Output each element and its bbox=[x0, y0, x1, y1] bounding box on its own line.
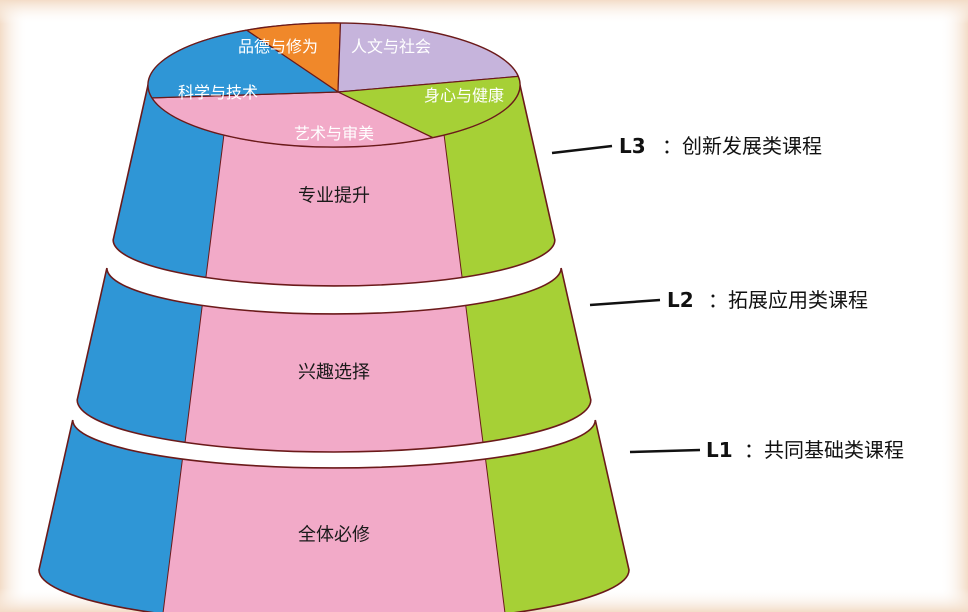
band-label: 专业提升 bbox=[298, 186, 370, 207]
band-3: 全体必修 bbox=[38, 419, 630, 612]
top-segment-label: 人文与社会 bbox=[351, 37, 431, 56]
top-segment-label: 科学与技术 bbox=[178, 83, 258, 102]
band-right-column bbox=[485, 420, 629, 612]
level-name: ：共同基础类课程 bbox=[744, 438, 904, 462]
band-outline bbox=[76, 267, 592, 453]
level-code: L2 bbox=[667, 288, 694, 312]
band-left-column bbox=[39, 420, 183, 612]
band-1: 专业提升 bbox=[112, 84, 556, 287]
band-center-column bbox=[205, 117, 463, 286]
connector-l1 bbox=[629, 448, 701, 454]
band-divider-left bbox=[205, 117, 227, 278]
top-segment bbox=[150, 91, 435, 148]
band-center-column bbox=[185, 305, 483, 452]
level-name-text: 共同基础类课程 bbox=[764, 438, 904, 462]
connector-l3 bbox=[551, 144, 613, 155]
level-label-l1: L1 ：共同基础类课程 bbox=[706, 438, 904, 462]
top-segment-label: 艺术与审美 bbox=[294, 124, 374, 143]
band-center-column bbox=[163, 459, 505, 612]
top-segment bbox=[245, 22, 342, 94]
band-label: 兴趣选择 bbox=[298, 362, 370, 383]
band-left-column bbox=[113, 85, 227, 278]
level-label-l2: L2 ：拓展应用类课程 bbox=[667, 288, 868, 312]
level-code: L1 bbox=[706, 438, 733, 462]
top-segment-label: 身心与健康 bbox=[424, 86, 504, 105]
band-2: 兴趣选择 bbox=[76, 267, 592, 453]
band-divider-right bbox=[485, 459, 506, 612]
band-divider-right bbox=[441, 117, 463, 278]
band-divider-right bbox=[465, 305, 484, 443]
band-label: 全体必修 bbox=[298, 525, 370, 546]
band-divider-left bbox=[162, 459, 183, 612]
top-segment-label: 品德与修为 bbox=[238, 37, 318, 56]
band-left-column bbox=[77, 268, 203, 443]
band-outline bbox=[38, 419, 630, 612]
level-connectors bbox=[551, 144, 701, 454]
level-name: ：拓展应用类课程 bbox=[708, 288, 868, 312]
level-name-text: 拓展应用类课程 bbox=[728, 288, 868, 312]
band-divider-left bbox=[184, 305, 203, 443]
band-right-column bbox=[465, 268, 591, 443]
level-name-text: 创新发展类课程 bbox=[682, 134, 822, 158]
top-segment bbox=[337, 22, 520, 93]
top-segment bbox=[147, 29, 340, 99]
connector-l2 bbox=[589, 298, 661, 307]
level-name: ：创新发展类课程 bbox=[662, 134, 822, 158]
band-right-column bbox=[441, 85, 555, 278]
top-segment bbox=[335, 75, 521, 139]
level-code: L3 bbox=[619, 134, 646, 158]
level-label-l3: L3 ：创新发展类课程 bbox=[619, 134, 822, 158]
